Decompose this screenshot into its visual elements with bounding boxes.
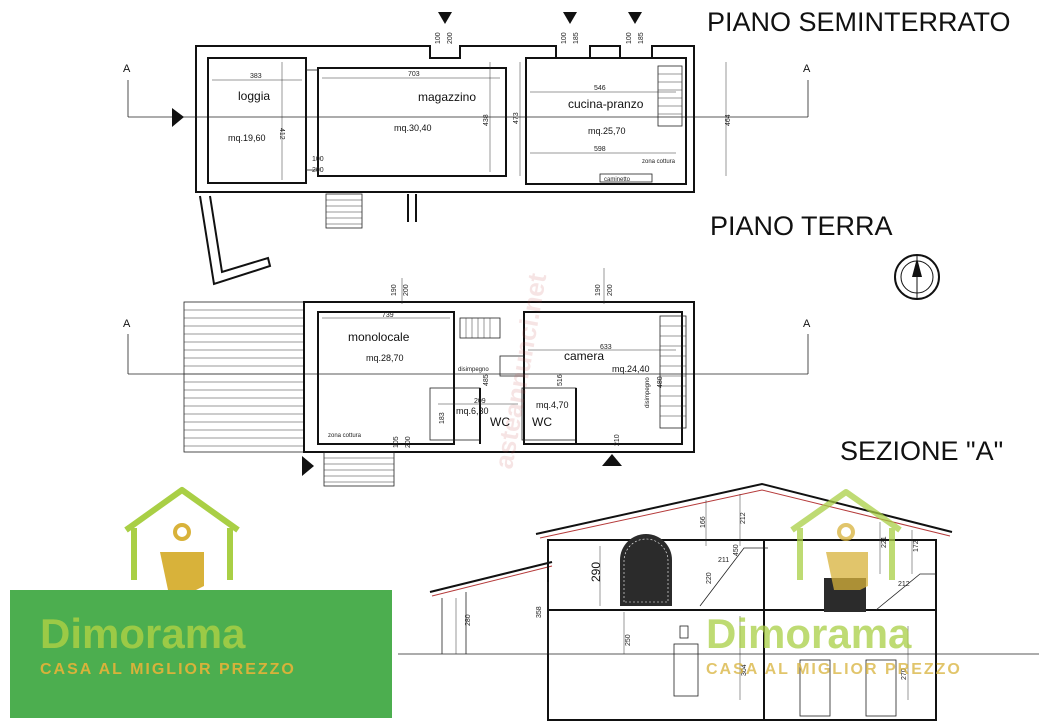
arrow-down-icon xyxy=(628,12,642,24)
dimension-label: 280 xyxy=(465,614,472,626)
note-cooking-zone-ground: zona cottura xyxy=(328,433,362,439)
title-basement: PIANO SEMINTERRATO xyxy=(707,7,1011,37)
dimension-label: 304 xyxy=(741,664,748,676)
room-name: WC xyxy=(532,415,552,429)
dimension-label: 220 xyxy=(706,572,713,584)
brand-watermark-right: Dimorama CASA AL MIGLIOR PREZZO xyxy=(706,489,962,678)
room-area: mq.28,70 xyxy=(366,353,404,363)
dimension-label: 270 xyxy=(901,668,908,680)
ground-stairs-right xyxy=(659,315,687,429)
room-area: mq.30,40 xyxy=(394,123,432,133)
section-marker-right: A xyxy=(803,318,811,330)
title-ground: PIANO TERRA xyxy=(710,211,893,241)
room-area: mq.25,70 xyxy=(588,126,626,136)
room-name: magazzino xyxy=(418,90,476,104)
section-marker-left: A xyxy=(123,318,131,330)
house-logo-icon xyxy=(790,489,902,590)
dimension-label: 516 xyxy=(557,374,564,386)
basement-plan: A A caminetto zona cottura xyxy=(123,12,811,286)
dimension-label: 200 xyxy=(405,436,412,448)
dimension-label: 450 xyxy=(733,544,740,556)
dimension-label: 100 xyxy=(435,32,442,44)
dimension-label: 200 xyxy=(607,284,614,296)
watermark-text: asteannunci.net xyxy=(488,271,552,471)
dimension-label: 190 xyxy=(595,284,602,296)
arched-window-grille xyxy=(620,534,672,606)
ground-stairs-outside xyxy=(323,451,395,487)
note-fireplace: caminetto xyxy=(604,177,631,183)
dimension-label: 185 xyxy=(638,32,645,44)
dimension-label: 221 xyxy=(881,536,888,548)
dimension-label: 211 xyxy=(718,557,729,564)
dimension-label: 105 xyxy=(393,436,400,448)
dimension-label: 100 xyxy=(561,32,568,44)
dimension-label: 212 xyxy=(898,581,910,588)
room-area: mq.24,40 xyxy=(612,364,650,374)
dimension-label: 172 xyxy=(913,540,920,552)
basement-stairs-left xyxy=(325,193,363,229)
section-marker-right: A xyxy=(803,63,811,75)
brand-green-panel xyxy=(10,590,392,718)
dimension-label: 200 xyxy=(403,284,410,296)
entrance-arrow-icon xyxy=(602,454,622,466)
dimension-label: 209 xyxy=(474,398,486,405)
dimension-label: 480 xyxy=(657,376,664,388)
room-name: loggia xyxy=(238,89,270,103)
dimension-label: 185 xyxy=(573,32,580,44)
dimension-label: 100 xyxy=(626,32,633,44)
dimension-label: 739 xyxy=(382,312,394,319)
brand-name: Dimorama xyxy=(40,610,246,657)
brand-name: Dimorama xyxy=(706,610,912,657)
ground-stairs-center xyxy=(459,317,525,377)
room-area: mq.4,70 xyxy=(536,400,569,410)
arrow-down-icon xyxy=(438,12,452,24)
label-disimpegno: disimpegno xyxy=(645,377,651,408)
dimension-label: 200 xyxy=(312,167,324,174)
brand-tagline: CASA AL MIGLIOR PREZZO xyxy=(40,661,296,678)
entrance-arrow-icon xyxy=(302,456,314,476)
dimension-label: 703 xyxy=(408,71,420,78)
dimension-label: 412 xyxy=(278,128,285,140)
label-disimpegno: disimpegno xyxy=(458,367,489,373)
arrow-down-icon xyxy=(563,12,577,24)
room-name: monolocale xyxy=(348,330,410,344)
section-arrow-icon xyxy=(172,108,184,127)
room-name: WC xyxy=(490,415,510,429)
dimension-label: 598 xyxy=(594,146,606,153)
section-a-elevation: 290 358 280 250 166 212 450 220 211 221 … xyxy=(398,482,1039,721)
dimension-label: 358 xyxy=(536,606,543,618)
basement-stairs-right xyxy=(657,65,683,127)
dimension-label: 250 xyxy=(625,634,632,646)
room-name: cucina-pranzo xyxy=(568,97,644,111)
brand-panel: Dimorama CASA AL MIGLIOR PREZZO xyxy=(10,487,392,718)
dimension-label: 438 xyxy=(483,114,490,126)
dimension-label: 200 xyxy=(447,32,454,44)
north-compass-icon xyxy=(894,254,940,300)
terrace-hatch xyxy=(183,301,305,453)
room-name: camera xyxy=(564,349,604,363)
dimension-label: 212 xyxy=(740,512,747,524)
dimension-label: 210 xyxy=(614,434,621,446)
dimension-label: 485 xyxy=(483,374,490,386)
room-area: mq.19,60 xyxy=(228,133,266,143)
dimension-label: 166 xyxy=(700,516,707,528)
ground-floor-plan: A A xyxy=(123,268,811,487)
section-marker-left: A xyxy=(123,63,131,75)
dimension-label: 383 xyxy=(250,73,262,80)
dimension-label: 290 xyxy=(589,562,603,582)
brand-tagline: CASA AL MIGLIOR PREZZO xyxy=(706,661,962,678)
title-section: SEZIONE "A" xyxy=(840,436,1003,466)
dimension-label: 633 xyxy=(600,344,612,351)
house-logo-icon xyxy=(124,487,240,590)
dimension-label: 473 xyxy=(513,112,520,124)
room-area: mq.6,30 xyxy=(456,406,489,416)
dimension-label: 183 xyxy=(439,412,446,424)
dimension-label: 190 xyxy=(391,284,398,296)
dimension-label: 546 xyxy=(594,85,606,92)
dimension-label: 464 xyxy=(725,114,732,126)
note-cooking-zone-basement: zona cottura xyxy=(642,159,676,165)
dimension-label: 100 xyxy=(312,156,324,163)
